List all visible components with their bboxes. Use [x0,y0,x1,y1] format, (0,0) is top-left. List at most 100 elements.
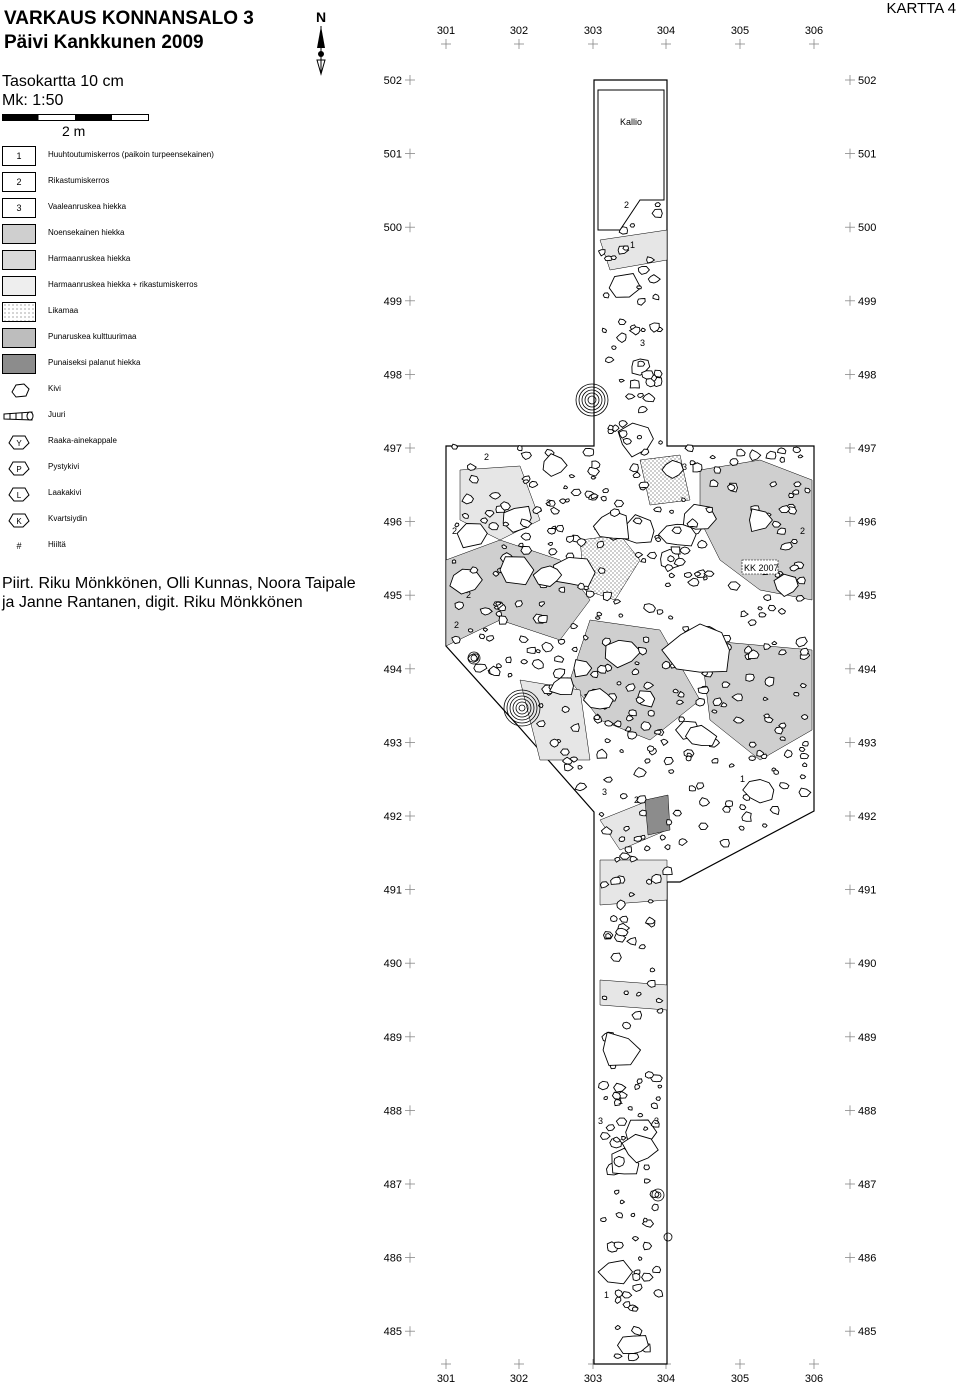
layer-number: 2 [466,590,471,600]
stone [774,726,784,735]
stone [642,1241,653,1251]
stone [602,292,610,299]
svg-text:P: P [16,465,21,474]
stone [640,448,650,456]
x-axis-label-bottom: 306 [805,1373,823,1384]
stone [793,481,802,488]
stone [764,676,775,687]
stone [600,495,607,502]
y-axis-label-right: 498 [858,369,876,381]
stone [749,508,773,533]
stone [801,762,808,768]
stone [762,594,772,602]
legend-label: Rikastumiskerros [48,176,110,185]
stone [773,769,780,775]
stone [546,528,556,535]
stone [672,688,679,694]
stone [778,782,790,790]
stone [604,356,615,364]
x-axis-label-bottom: 304 [657,1373,675,1384]
stone [542,453,568,477]
legend-label: Raaka-ainekappale [48,436,117,445]
x-axis-label-top: 303 [584,25,602,37]
stone [685,755,692,762]
stone [697,686,710,695]
stone [611,345,617,350]
stone [719,839,730,848]
stone [798,747,806,752]
stone [800,714,809,720]
stone [624,846,633,854]
stone [623,990,629,995]
x-axis-label-bottom: 303 [584,1373,602,1384]
stone [629,855,639,863]
stone [519,518,533,528]
stone [532,506,543,515]
stone [709,479,719,487]
y-axis-label-left: 485 [384,1326,402,1338]
stone [492,570,500,577]
stone [590,493,599,500]
stone [632,471,641,479]
stone [590,475,597,480]
layer-number: 1 [604,1290,609,1300]
legend-swatch [2,354,36,374]
stone [695,697,706,707]
stone [601,995,608,1001]
marked-stone-icon: L [2,484,36,504]
stone [559,748,570,756]
stone [662,866,673,876]
stone [602,591,613,602]
legend-item: Punaruskea kulttuurimaa [2,328,332,350]
stone [616,899,626,911]
stone [643,845,651,852]
stone [778,649,787,656]
svg-text:K: K [16,517,22,526]
stone [528,480,539,488]
stone [488,665,501,677]
stone-icon [2,380,36,400]
stone [621,1136,627,1141]
y-axis-label-left: 493 [384,737,402,749]
stone [779,456,785,463]
stone [804,487,811,494]
stone [624,726,632,732]
soil-layer [699,639,813,761]
stone [616,1335,649,1355]
scale-bar [2,114,149,121]
stone [776,527,786,535]
legend-item: Juuri [2,406,332,428]
stone [617,318,627,326]
stone [773,573,799,598]
stone [713,466,722,474]
stone [610,952,622,962]
stone [678,838,688,847]
stone [640,327,646,332]
stone [650,1102,658,1109]
stone [763,643,772,651]
sheet-label: KARTTA 4 [886,0,956,17]
root-icon [2,406,36,426]
stone [558,498,566,505]
stone [614,1289,624,1298]
stone [776,447,787,455]
stone [801,740,809,747]
stone [577,765,583,770]
stone [610,508,621,517]
stone [684,572,693,578]
stone [636,434,643,440]
layer-number: 1 [630,240,635,250]
stone [668,615,674,620]
stone [741,811,752,822]
stone [597,664,607,674]
stone [654,729,662,735]
stone [642,636,650,644]
stone [631,1236,640,1242]
stone [799,683,807,688]
stone [473,663,488,673]
stone [627,731,638,740]
legend-label: Juuri [48,410,66,419]
legend-label: Likamaa [48,306,79,315]
stone [636,285,642,290]
stone [629,379,640,389]
